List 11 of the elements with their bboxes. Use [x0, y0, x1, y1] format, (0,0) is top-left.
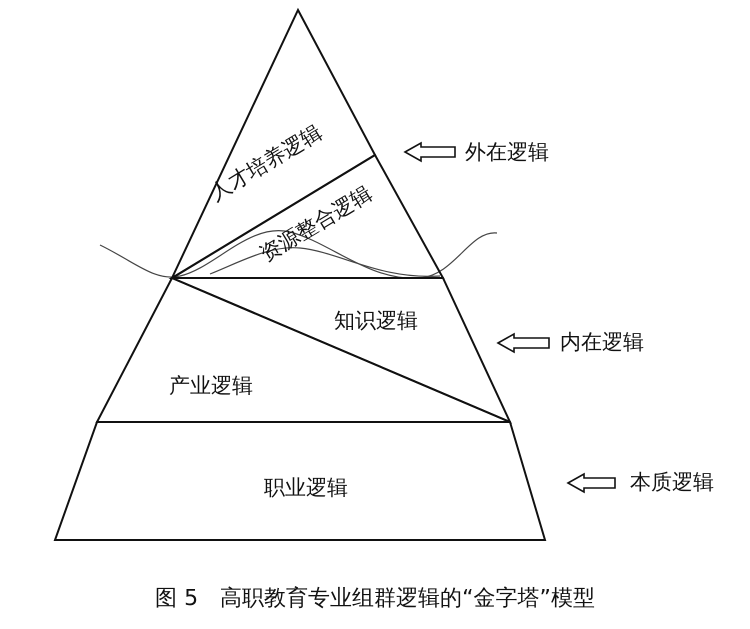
section-label: 知识逻辑 — [334, 310, 418, 332]
section-label: 资源整合逻辑 — [256, 182, 376, 266]
section-label: 职业逻辑 — [264, 478, 348, 498]
section-label: 产业逻辑 — [169, 376, 253, 396]
hollow-arrow — [496, 332, 550, 354]
hollow-arrow — [566, 472, 616, 494]
figure-caption: 图 5 高职教育专业组群逻辑的“金字塔”模型 — [155, 588, 595, 610]
side-label: 内在逻辑 — [560, 332, 644, 353]
side-label: 本质逻辑 — [630, 472, 714, 493]
side-label: 外在逻辑 — [465, 142, 549, 163]
hollow-arrow — [403, 142, 456, 162]
